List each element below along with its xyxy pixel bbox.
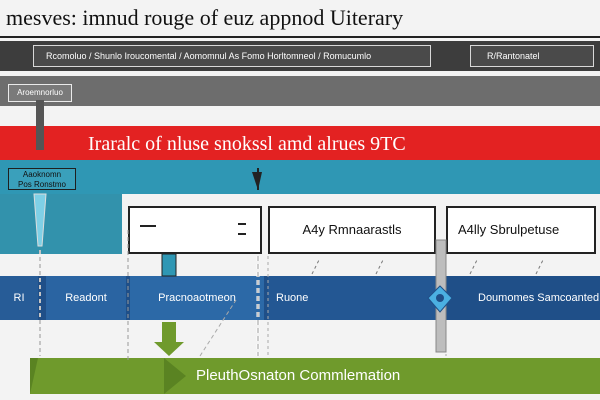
teal-tag-line-1: Aaoknomn [22,170,62,179]
teal-band [0,160,600,194]
title-divider [0,36,600,38]
teal-left-block [0,194,122,254]
green-band-label: PleuthOsnaton Commlemation [196,367,401,384]
dashed-diagonal-5 [535,257,545,275]
blue-cell-3: Pracnoaotmeon [130,276,264,320]
top-header-panel-right: R/Rantonatel [470,45,594,67]
dashed-diagonal-2 [311,257,321,275]
red-band-label: Iraralc of nluse snokssl amd alrues 9TC [88,133,406,155]
blue-cell-2: Readont [46,276,126,320]
gray-band-tag: Aroemnorluo [8,84,72,102]
gray-band [0,76,600,106]
green-arrow-down-icon [154,322,184,356]
process-box-b: A4y Rmnaarastls [268,206,436,254]
connector-box-a [161,253,177,277]
red-band [0,126,600,162]
teal-band-tag: Aaoknomn Pos Ronstmo [8,168,76,190]
dashed-diagonal-3 [375,257,385,275]
teal-tag-line-2: Pos Ronstmo [17,180,67,189]
green-band [30,358,600,394]
process-box-c: A4lly Sbrulpetuse [446,206,596,254]
top-header-panel-left: Rcomoluo / Shunlo Iroucomental / Aomomnu… [33,45,431,67]
blue-cell-4: Ruone [268,276,436,320]
diagram-title: mesves: imnud rouge of euz appnod Uitera… [6,5,404,30]
dashed-diagonal-4 [469,257,479,275]
blue-cell-5: Doumomes Samcoanted [446,276,600,320]
process-box-a [128,206,262,254]
blue-cell-1: RI [0,276,38,320]
